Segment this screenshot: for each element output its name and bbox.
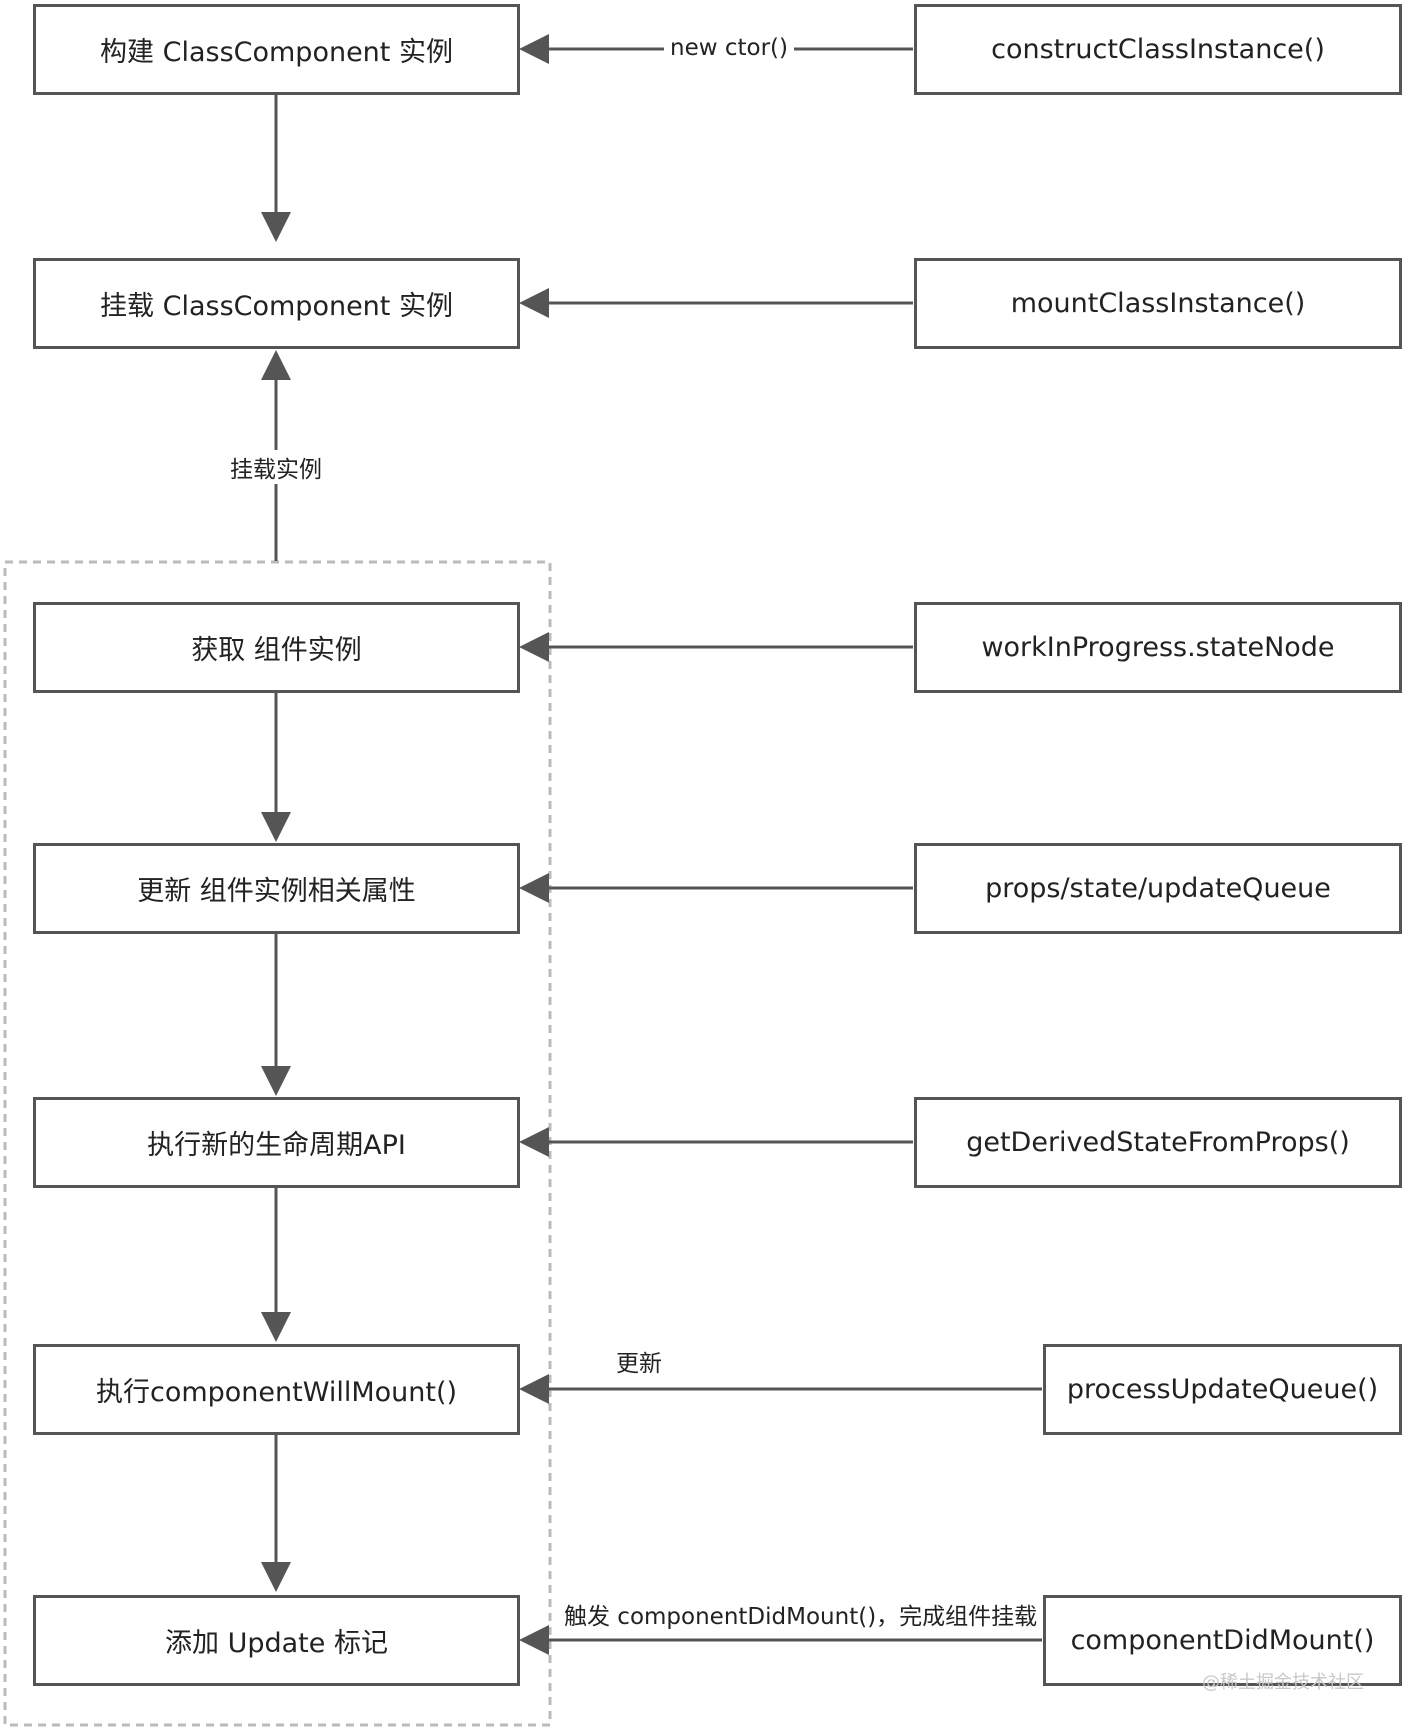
node-will-mount: 执行componentWillMount() <box>33 1344 520 1435</box>
watermark: @稀土掘金技术社区 <box>1202 1672 1364 1693</box>
edge-label-mount-instance: 挂载实例 <box>224 450 328 484</box>
node-add-update: 添加 Update 标记 <box>33 1595 520 1686</box>
node-mount-instance: 挂载 ClassComponent 实例 <box>33 258 520 349</box>
node-state-node: workInProgress.stateNode <box>914 602 1402 693</box>
node-build-instance: 构建 ClassComponent 实例 <box>33 4 520 95</box>
edge-label-update: 更新 <box>610 1344 668 1378</box>
edge-label-trigger-did-mount: 触发 componentDidMount()，完成组件挂载 <box>558 1597 1044 1631</box>
node-update-props: 更新 组件实例相关属性 <box>33 843 520 934</box>
node-process-update-queue: processUpdateQueue() <box>1043 1344 1402 1435</box>
node-derived-state: getDerivedStateFromProps() <box>914 1097 1402 1188</box>
node-get-instance: 获取 组件实例 <box>33 602 520 693</box>
node-component-did-mount: componentDidMount() <box>1043 1595 1402 1686</box>
edge-label-new-ctor: new ctor() <box>664 35 794 61</box>
node-props-state-queue: props/state/updateQueue <box>914 843 1402 934</box>
node-construct-class-instance: constructClassInstance() <box>914 4 1402 95</box>
node-mount-class-instance: mountClassInstance() <box>914 258 1402 349</box>
node-lifecycle-api: 执行新的生命周期API <box>33 1097 520 1188</box>
